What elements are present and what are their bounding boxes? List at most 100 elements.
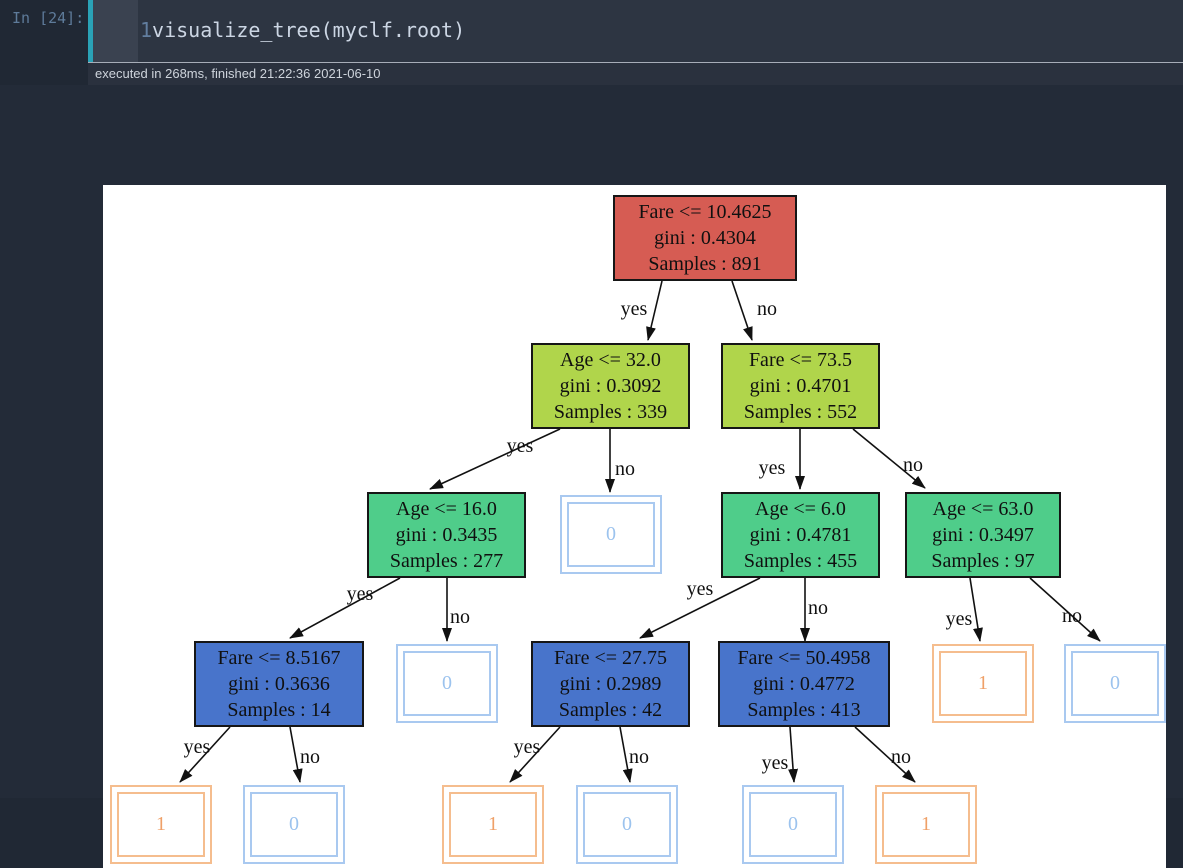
execution-prompt: In [24]: xyxy=(12,9,85,27)
edge-label: yes xyxy=(621,298,648,320)
tree-node-root: Fare <= 10.4625 gini : 0.4304 Samples : … xyxy=(613,195,797,281)
edge-label: yes xyxy=(507,435,534,457)
edge-label: no xyxy=(300,746,320,768)
edge-label: no xyxy=(450,606,470,628)
tree-edge: no xyxy=(800,578,828,642)
code-line[interactable]: 1visualize_tree(myclf.root) xyxy=(140,18,465,42)
edge-label: yes xyxy=(946,608,973,630)
edge-line xyxy=(429,428,561,490)
tree-edge: yes xyxy=(621,280,663,341)
leaf-value: 0 xyxy=(250,792,338,857)
node-samples: Samples : 339 xyxy=(553,401,668,423)
tree-edge: yes xyxy=(509,726,561,783)
code-text[interactable]: visualize_tree(myclf.root) xyxy=(152,18,466,42)
tree-edge: yes xyxy=(762,726,799,783)
edge-line xyxy=(852,428,926,489)
node-samples: Samples : 42 xyxy=(558,699,663,721)
node-gini: gini : 0.4772 xyxy=(753,673,855,695)
node-gini: gini : 0.3435 xyxy=(395,524,498,546)
tree-edge: yes xyxy=(429,428,561,490)
tree-edge: no xyxy=(731,280,777,341)
edge-line xyxy=(179,726,231,783)
edge-line xyxy=(788,726,799,783)
code-cell-input[interactable] xyxy=(88,0,1183,62)
node-condition: Age <= 63.0 xyxy=(932,498,1034,520)
tree-edge: yes xyxy=(639,577,761,639)
node-samples: Samples : 552 xyxy=(743,401,858,423)
tree-edge: no xyxy=(442,578,470,642)
tree-edge: no xyxy=(1029,577,1101,642)
tree-edge: yes xyxy=(759,429,805,490)
node-condition: Fare <= 50.4958 xyxy=(737,647,871,669)
leaf-value: 1 xyxy=(882,792,970,857)
node-gini: gini : 0.2989 xyxy=(559,673,662,695)
edge-label: no xyxy=(629,746,649,768)
edge-line xyxy=(854,726,916,783)
edge-line xyxy=(639,577,761,639)
node-condition: Age <= 16.0 xyxy=(396,498,497,520)
line-number: 1 xyxy=(140,18,153,42)
leaf-value: 1 xyxy=(939,651,1027,716)
tree-leaf: 0 xyxy=(560,495,662,574)
tree-leaf: 1 xyxy=(875,785,977,864)
tree-node: Age <= 6.0 gini : 0.4781 Samples : 455 xyxy=(721,492,880,578)
tree-edge: yes xyxy=(179,726,231,783)
edge-label: no xyxy=(1062,605,1082,627)
node-condition: Fare <= 73.5 xyxy=(748,349,853,371)
cell-output-area: yes no yes no yes no xyxy=(0,85,1183,868)
leaf-value: 0 xyxy=(749,792,837,857)
node-samples: Samples : 891 xyxy=(648,253,762,275)
edge-label: yes xyxy=(514,736,541,758)
edge-label: no xyxy=(903,454,923,476)
tree-leaf: 0 xyxy=(742,785,844,864)
tree-leaf: 1 xyxy=(932,644,1034,723)
tree-edge: no xyxy=(289,726,320,783)
node-condition: Age <= 32.0 xyxy=(560,349,661,371)
node-gini: gini : 0.3092 xyxy=(559,375,662,397)
node-samples: Samples : 413 xyxy=(747,699,861,721)
tree-leaf: 0 xyxy=(1064,644,1166,723)
edge-line xyxy=(1029,577,1101,642)
edge-line xyxy=(646,280,663,341)
leaf-value: 1 xyxy=(117,792,205,857)
node-gini: gini : 0.3497 xyxy=(932,524,1034,546)
tree-leaf: 0 xyxy=(243,785,345,864)
leaf-value: 0 xyxy=(1071,651,1159,716)
edge-line xyxy=(969,577,983,642)
leaf-value: 0 xyxy=(583,792,671,857)
edge-line xyxy=(289,577,401,639)
edge-label: yes xyxy=(762,752,789,774)
edge-label: no xyxy=(615,458,635,480)
tree-node: Age <= 63.0 gini : 0.3497 Samples : 97 xyxy=(905,492,1061,578)
node-condition: Fare <= 8.5167 xyxy=(217,647,341,669)
tree-node: Fare <= 73.5 gini : 0.4701 Samples : 552 xyxy=(721,343,880,429)
edge-label: yes xyxy=(759,457,786,479)
node-condition: Fare <= 10.4625 xyxy=(638,201,772,223)
node-samples: Samples : 97 xyxy=(931,550,1035,572)
node-condition: Age <= 6.0 xyxy=(755,498,846,520)
edge-line xyxy=(731,280,753,341)
edge-label: yes xyxy=(347,583,374,605)
edge-line xyxy=(619,726,633,783)
tree-leaf: 0 xyxy=(396,644,498,723)
tree-edge: no xyxy=(619,726,649,783)
node-samples: Samples : 277 xyxy=(389,550,504,572)
tree-edge: no xyxy=(852,428,926,489)
tree-node: Age <= 16.0 gini : 0.3435 Samples : 277 xyxy=(367,492,526,578)
node-gini: gini : 0.4701 xyxy=(749,375,852,397)
node-gini: gini : 0.4781 xyxy=(749,524,852,546)
tree-node: Fare <= 8.5167 gini : 0.3636 Samples : 1… xyxy=(194,641,364,727)
tree-leaf: 1 xyxy=(442,785,544,864)
selected-cell-indicator xyxy=(88,0,93,62)
node-gini: gini : 0.4304 xyxy=(654,227,756,249)
tree-edge: no xyxy=(605,429,635,493)
tree-edge: no xyxy=(854,726,916,783)
edge-line xyxy=(509,726,561,783)
leaf-value: 0 xyxy=(403,651,491,716)
edge-label: yes xyxy=(184,736,211,758)
tree-node: Age <= 32.0 gini : 0.3092 Samples : 339 xyxy=(531,343,690,429)
tree-edge: yes xyxy=(946,577,983,642)
tree-node: Fare <= 27.75 gini : 0.2989 Samples : 42 xyxy=(531,641,690,727)
edge-label: yes xyxy=(687,578,714,600)
